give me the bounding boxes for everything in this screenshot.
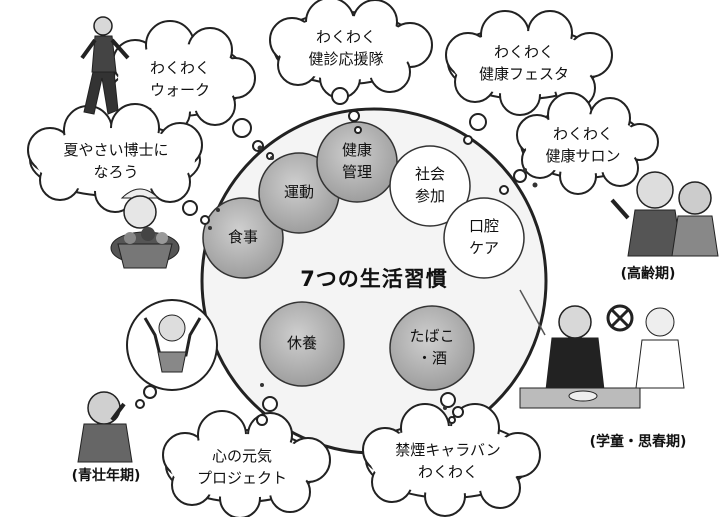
decorative-dots	[208, 145, 538, 410]
habit-circle-tabako	[389, 305, 475, 391]
smoking-student-illustration	[519, 289, 685, 409]
cloud-kinen-text: 禁煙キャラバンわくわく	[395, 441, 501, 481]
age-label-youth: (青壮年期)	[71, 468, 141, 484]
center-title: 7つの生活習慣	[300, 267, 448, 291]
age-label-student: (学童・思春期)	[589, 434, 687, 450]
cloud-kenshin-text: わくわく健診応援隊	[308, 28, 384, 68]
cloud-festa	[445, 10, 613, 116]
habit-circle-shokuji	[202, 197, 284, 279]
habit-undou: 運動	[283, 183, 314, 201]
habit-circle-shakai	[389, 145, 471, 227]
habit-tabako: たばこ・酒	[409, 327, 455, 367]
cloud-walk	[109, 20, 256, 133]
habit-circle-koukou	[443, 197, 525, 279]
habit-kyuyou: 休養	[286, 334, 317, 352]
youth-thought-illustration	[126, 299, 218, 409]
habit-circle-kyuyou	[259, 301, 345, 387]
cloud-salon	[516, 92, 659, 195]
habit-shakai: 社会参加	[414, 165, 445, 205]
cloud-kokoro	[162, 410, 331, 517]
habit-kenkou: 健康管理	[341, 141, 372, 181]
bubble-trails	[182, 87, 527, 426]
cloud-festa-text: わくわく健康フェスタ	[478, 43, 569, 83]
age-label-elderly: (高齢期)	[620, 266, 676, 282]
habit-koukou: 口腔ケア	[468, 217, 499, 257]
tired-man-illustration	[77, 391, 133, 463]
walking-man-illustration	[80, 16, 130, 115]
elderly-couple-illustration	[610, 171, 719, 257]
cloud-kenshin	[269, 0, 433, 99]
cloud-kokoro-text: 心の元気プロジェクト	[196, 447, 287, 487]
vegetable-farmer-illustration	[110, 188, 180, 269]
cloud-salon-text: わくわく健康サロン	[545, 125, 621, 165]
cloud-kinen	[362, 403, 541, 517]
habit-circle-kenkou	[316, 121, 398, 203]
cloud-yasai-text: 夏やさい博士になろう	[63, 141, 169, 181]
cloud-yasai	[27, 103, 203, 213]
cloud-walk-text: わくわくウォーク	[149, 59, 210, 99]
habit-shokuji: 食事	[227, 228, 258, 246]
